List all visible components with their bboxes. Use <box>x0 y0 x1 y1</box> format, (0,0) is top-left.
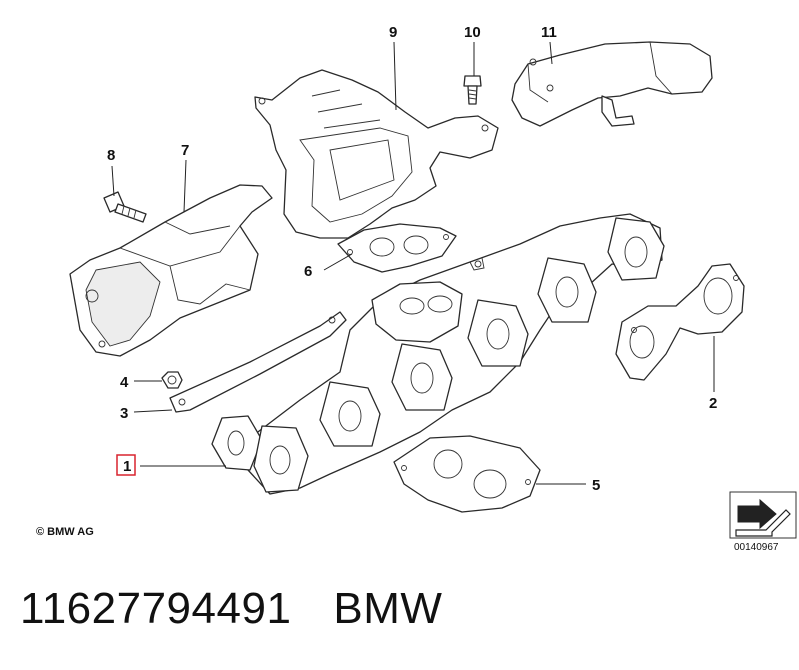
next-page-arrow-icon[interactable] <box>729 491 797 539</box>
diagram-number: 00140967 <box>734 542 779 553</box>
callout-8[interactable]: 8 <box>107 147 115 164</box>
leader-lines <box>111 41 715 485</box>
strap-3 <box>169 311 347 413</box>
callout-labels: 1 2 3 4 5 6 7 8 9 10 11 <box>107 24 717 494</box>
callout-3[interactable]: 3 <box>120 405 128 422</box>
copyright-notice: © BMW AG <box>36 526 94 538</box>
callout-11[interactable]: 11 <box>541 24 557 41</box>
callout-7[interactable]: 7 <box>181 142 189 159</box>
callout-4[interactable]: 4 <box>120 374 129 391</box>
heat-shield-upper <box>254 69 499 239</box>
brand-name: BMW <box>333 584 443 633</box>
caption: 11627794491 BMW <box>20 584 442 634</box>
bracket-11 <box>511 41 713 127</box>
callout-2[interactable]: 2 <box>709 395 717 412</box>
parts-diagram: 1 2 3 4 5 6 7 8 9 10 11 <box>69 24 797 539</box>
nut-4 <box>161 371 183 389</box>
callout-1[interactable]: 1 <box>123 458 131 475</box>
exhaust-manifold <box>211 213 665 495</box>
bolt-8 <box>103 191 147 223</box>
bolt-10 <box>463 75 482 105</box>
callout-9[interactable]: 9 <box>389 24 397 41</box>
turbo-gasket <box>337 223 457 273</box>
manifold-gasket <box>615 263 745 381</box>
callout-6[interactable]: 6 <box>304 263 312 280</box>
part-number: 11627794491 <box>20 584 292 633</box>
callout-5[interactable]: 5 <box>592 477 600 494</box>
lower-gasket <box>393 435 541 513</box>
highlight-box <box>116 454 136 476</box>
callout-10[interactable]: 10 <box>464 24 481 41</box>
heat-shield-left <box>69 184 273 357</box>
